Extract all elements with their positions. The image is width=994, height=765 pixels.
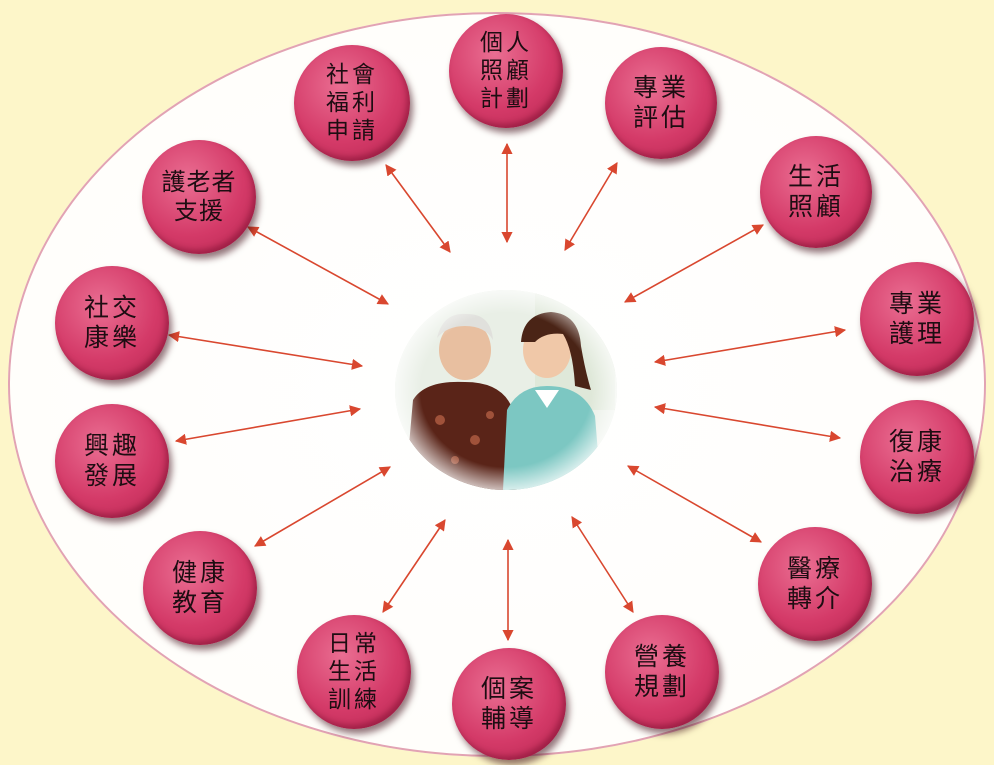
arrow-carer-support — [247, 226, 389, 305]
node-label: 社交 康樂 — [83, 292, 140, 353]
node-label: 社會 福利 申請 — [326, 61, 378, 145]
node-label: 專業 評估 — [632, 72, 689, 133]
node-carer-support: 護老者 支援 — [142, 140, 256, 254]
node-label: 日常 生活 訓練 — [328, 630, 380, 714]
arrow-daily-life-care — [624, 224, 764, 303]
node-label: 個案 輔導 — [480, 673, 537, 734]
node-social-welfare-application: 社會 福利 申請 — [294, 45, 410, 161]
node-label: 營養 規劃 — [633, 641, 690, 702]
node-medical-referral: 醫療 轉介 — [758, 527, 872, 641]
node-social-recreation: 社交 康樂 — [55, 266, 169, 380]
arrow-health-education — [254, 466, 391, 547]
node-label: 專業 護理 — [888, 288, 945, 349]
arrow-social-recreation — [167, 331, 364, 370]
node-label: 生活 照顧 — [787, 161, 844, 222]
node-interest-development: 興趣 發展 — [55, 404, 169, 518]
node-label: 護老者 支援 — [161, 167, 237, 225]
node-professional-assessment: 專業 評估 — [605, 47, 717, 159]
node-case-counseling: 個案 輔導 — [452, 648, 566, 760]
elderly-and-caregiver-photo — [395, 290, 617, 490]
node-rehabilitation: 復康 治療 — [860, 400, 974, 514]
arrow-social-welfare-application — [385, 164, 451, 253]
arrow-nutrition-planning — [571, 516, 634, 613]
arrow-rehabilitation — [653, 403, 842, 442]
node-health-education: 健康 教育 — [143, 531, 257, 645]
node-nutrition-planning: 營養 規劃 — [605, 615, 719, 729]
arrow-professional-assessment — [564, 162, 618, 251]
arrow-professional-nursing — [653, 326, 847, 366]
node-daily-living-training: 日常 生活 訓練 — [297, 615, 411, 729]
node-professional-nursing: 專業 護理 — [860, 262, 974, 376]
node-label: 個人 照顧 計劃 — [480, 29, 532, 113]
node-label: 興趣 發展 — [83, 430, 140, 491]
node-daily-life-care: 生活 照顧 — [760, 136, 872, 248]
arrow-interest-development — [174, 405, 362, 445]
node-label: 復康 治療 — [888, 426, 945, 487]
node-personal-care-plan: 個人 照顧 計劃 — [449, 14, 563, 128]
node-label: 健康 教育 — [171, 557, 228, 618]
node-label: 醫療 轉介 — [786, 553, 843, 614]
arrow-daily-living-training — [382, 519, 446, 613]
elderly-and-caregiver-illustration — [395, 290, 617, 490]
arrow-medical-referral — [627, 465, 762, 543]
